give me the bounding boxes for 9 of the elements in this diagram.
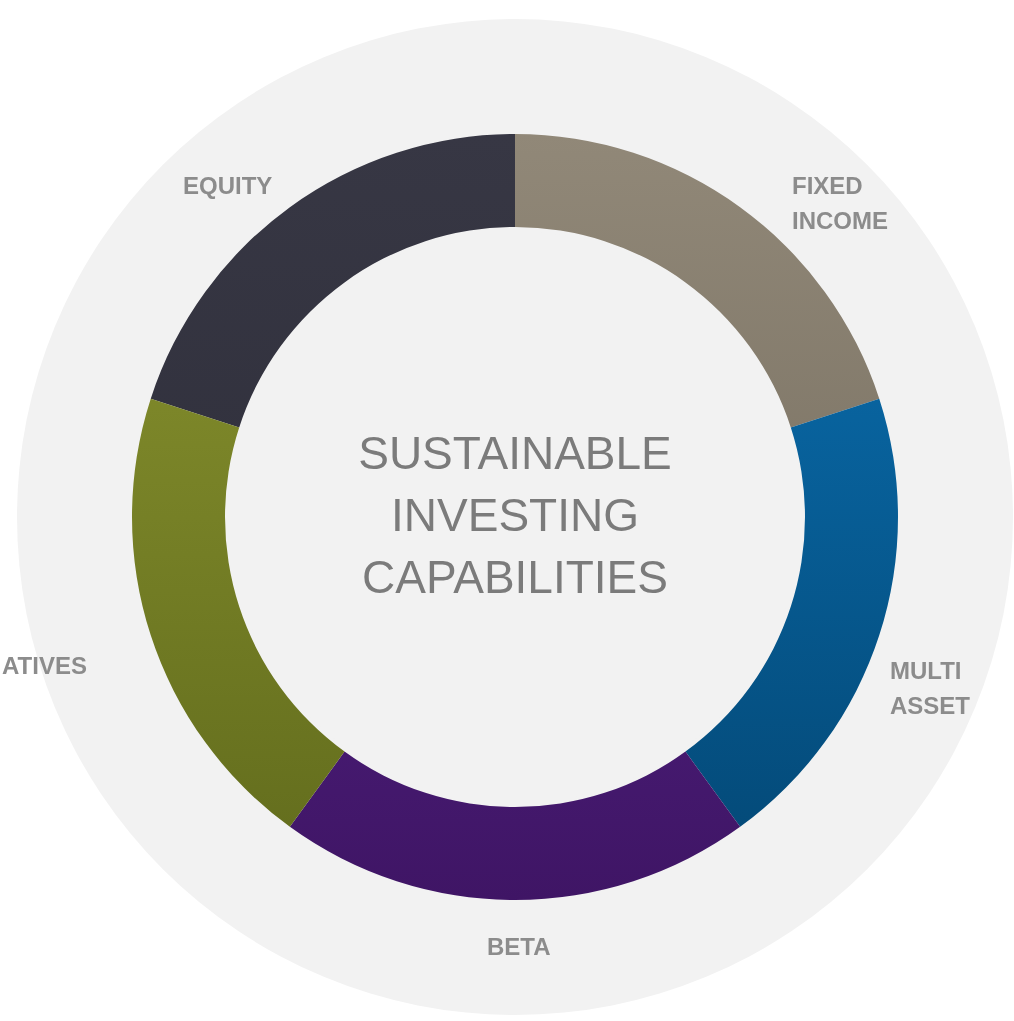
segment-label: BETA bbox=[487, 932, 552, 962]
center-title: SUSTAINABLE INVESTING CAPABILITIES bbox=[357, 426, 673, 605]
segment-label: EQUITY bbox=[183, 171, 274, 201]
segment-label: ATIVES bbox=[2, 651, 88, 681]
segment-label: FIXED INCOME bbox=[792, 171, 889, 236]
ring-segment bbox=[132, 398, 345, 827]
ring-segment bbox=[289, 751, 741, 900]
ring-segment bbox=[150, 134, 515, 428]
segment-label: MULTI ASSET bbox=[890, 656, 971, 721]
